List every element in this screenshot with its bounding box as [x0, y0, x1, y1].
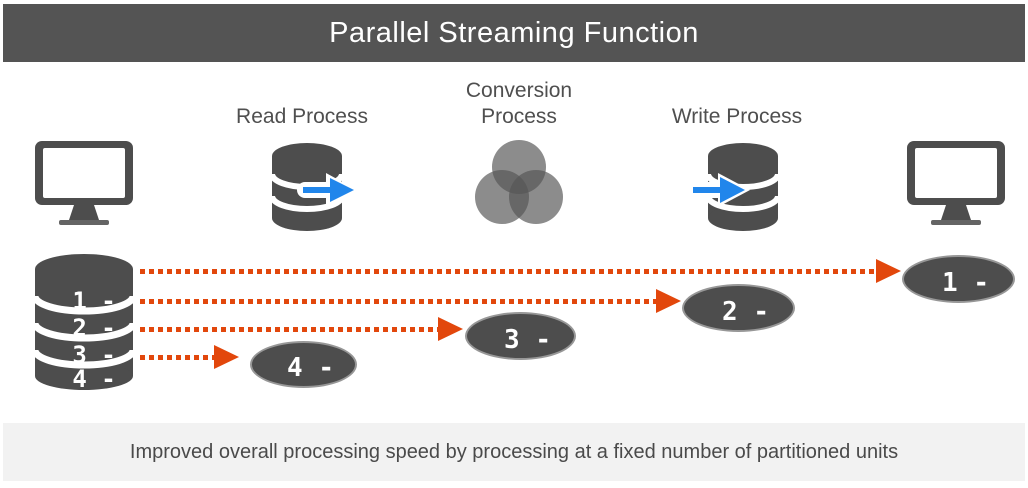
- conversion-process-label-line2: Process: [481, 105, 557, 129]
- dotted-arrow-line-1: [140, 269, 876, 274]
- stack-segment-2-label: 2 -: [72, 314, 115, 342]
- database-read-icon: [269, 143, 357, 231]
- dotted-arrow-line-2: [140, 299, 656, 304]
- conversion-venn-icon: [475, 140, 563, 224]
- partition-disk-3-label: 3 -: [504, 324, 551, 355]
- partition-disk-2: 2 -: [682, 284, 795, 332]
- footer-caption: Improved overall processing speed by pro…: [129, 440, 899, 463]
- database-write-icon: [693, 143, 781, 231]
- page-title: Parallel Streaming Function: [329, 16, 699, 49]
- stack-segment-3-label: 3 -: [72, 341, 115, 369]
- arrowhead-icon-3: [438, 317, 463, 341]
- write-in-arrow-icon: [693, 173, 750, 207]
- conversion-process-label: Conversion Process: [424, 78, 614, 131]
- source-stacked-disks-icon: 1 - 2 - 3 - 4 -: [32, 254, 136, 392]
- partition-disk-2-label: 2 -: [722, 296, 769, 327]
- write-process-label: Write Process: [671, 105, 803, 128]
- dotted-arrow-line-3: [140, 327, 438, 332]
- partition-disk-1-label: 1 -: [942, 267, 989, 298]
- arrowhead-icon-4: [214, 345, 239, 369]
- dotted-arrow-line-4: [140, 355, 214, 360]
- monitor-screen: [43, 148, 125, 198]
- target-monitor-icon: [907, 141, 1005, 225]
- partition-disk-4: 4 -: [250, 341, 357, 388]
- read-process-label: Read Process: [236, 105, 368, 128]
- footer-caption-bar: Improved overall processing speed by pro…: [3, 423, 1025, 481]
- arrowhead-icon-1: [876, 259, 901, 283]
- read-out-arrow-icon: [297, 173, 357, 207]
- partition-disk-3: 3 -: [465, 312, 576, 360]
- source-monitor-icon: [35, 141, 133, 225]
- conversion-process-label-line1: Conversion: [465, 79, 573, 102]
- title-bar: Parallel Streaming Function: [3, 4, 1025, 62]
- partition-disk-4-label: 4 -: [287, 353, 334, 383]
- stack-segment-1-label: 1 -: [72, 287, 115, 315]
- stack-segment-4-label: 4 -: [72, 365, 115, 392]
- arrowhead-icon-2: [656, 289, 681, 313]
- partition-disk-1: 1 -: [902, 255, 1015, 303]
- monitor-screen: [915, 148, 997, 198]
